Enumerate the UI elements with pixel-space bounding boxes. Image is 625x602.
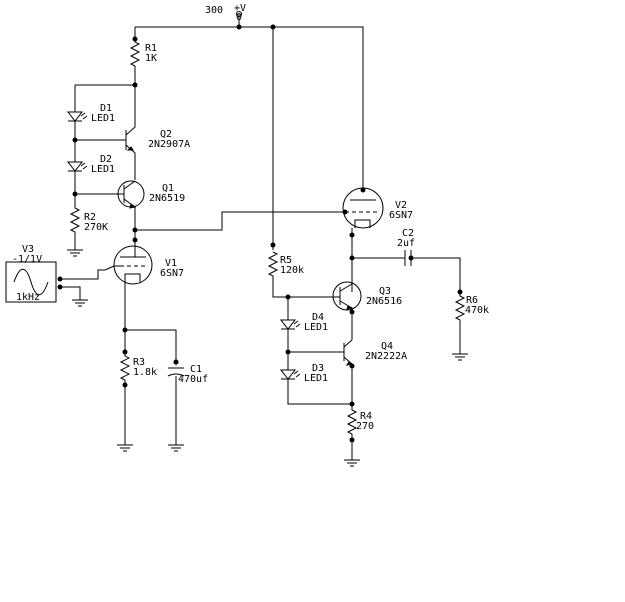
d4-value-label: LED1: [304, 322, 328, 333]
c1-ref-label: C1: [190, 364, 202, 375]
q3-value-label: 2N6516: [366, 296, 402, 307]
c2-ref-label: C2: [402, 228, 414, 239]
led-d2: D2 LED1: [91, 154, 115, 175]
supply-terminal: [236, 11, 242, 17]
v3-value-label: -1/1V: [12, 254, 42, 265]
resistor-r3: R3 1.8k: [117, 349, 157, 452]
supply-voltage-label: 300: [205, 5, 223, 16]
source-v3: V3 -1/1V 1kHz: [5, 244, 105, 307]
resistor-r1: R1 1K: [129, 27, 157, 85]
resistor-r6: R6 470k: [452, 289, 489, 361]
q1-value-label: 2N6519: [149, 193, 185, 204]
r2-value-label: 270K: [84, 222, 108, 233]
led-string-right: [279, 297, 352, 405]
q4-ref-label: Q4: [381, 341, 393, 352]
d3-ref-label: D3: [312, 363, 324, 374]
d3-value-label: LED1: [304, 373, 328, 384]
c2-value-label: 2uf: [397, 238, 415, 249]
resistor-r2: R2 270K: [67, 205, 108, 257]
r2-ref-label: R2: [84, 212, 96, 223]
v1-ref-label: V1: [165, 258, 177, 269]
q3-ref-label: Q3: [379, 286, 391, 297]
r4-ref-label: R4: [360, 411, 372, 422]
q4-value-label: 2N2222A: [365, 351, 407, 362]
led-d1: D1 LED1: [91, 103, 115, 124]
r3-value-label: 1.8k: [133, 367, 157, 378]
c1-value-label: 470uf: [178, 374, 208, 385]
v2-value-label: 6SN7: [389, 210, 413, 221]
supply-node-label: 0: [236, 12, 242, 23]
v1-value-label: 6SN7: [160, 268, 184, 279]
r5-value-label: 120k: [280, 265, 304, 276]
transistor-q3: Q3 2N6516: [330, 281, 402, 340]
transistor-q2: Q2 2N2907A: [75, 85, 190, 180]
r3-ref-label: R3: [133, 357, 145, 368]
d1-value-label: LED1: [91, 113, 115, 124]
led-d4: D4 LED1: [304, 312, 328, 333]
d2-value-label: LED1: [91, 164, 115, 175]
q1-v2-link: [132, 211, 345, 243]
resistor-r5: R5 120k: [267, 27, 330, 300]
v3-freq-label: 1kHz: [16, 292, 40, 303]
tube-v2: V2 6SN7: [342, 187, 413, 292]
r4-value-label: 270: [356, 421, 374, 432]
capacitor-c2: C2 2uf: [352, 228, 461, 292]
r5-ref-label: R5: [280, 255, 292, 266]
q2-value-label: 2N2907A: [148, 139, 190, 150]
capacitor-c1: + C1 470uf: [167, 358, 208, 452]
supply-symbol-label: +V: [234, 3, 246, 14]
tube-v1: V1 6SN7: [104, 230, 184, 285]
transistor-q4: Q4 2N2222A: [288, 339, 407, 404]
r6-value-label: 470k: [465, 305, 489, 316]
v1-cathode-network: [122, 282, 177, 362]
r1-value-label: 1K: [145, 53, 157, 64]
r1-ref-label: R1: [145, 43, 157, 54]
v3-ref-label: V3: [22, 244, 34, 255]
q1-ref-label: Q1: [162, 183, 174, 194]
r6-ref-label: R6: [466, 295, 478, 306]
resistor-r4: R4 270: [344, 401, 374, 467]
transistor-q1: Q1 2N6519: [75, 180, 185, 230]
d2-ref-label: D2: [100, 154, 112, 165]
supply-rail: 300 +V 0: [135, 3, 364, 190]
c1-polarity-label: +: [173, 358, 179, 369]
d1-ref-label: D1: [100, 103, 112, 114]
d4-ref-label: D4: [312, 312, 324, 323]
led-d3: D3 LED1: [304, 363, 328, 384]
v2-ref-label: V2: [395, 200, 407, 211]
q2-ref-label: Q2: [160, 129, 172, 140]
